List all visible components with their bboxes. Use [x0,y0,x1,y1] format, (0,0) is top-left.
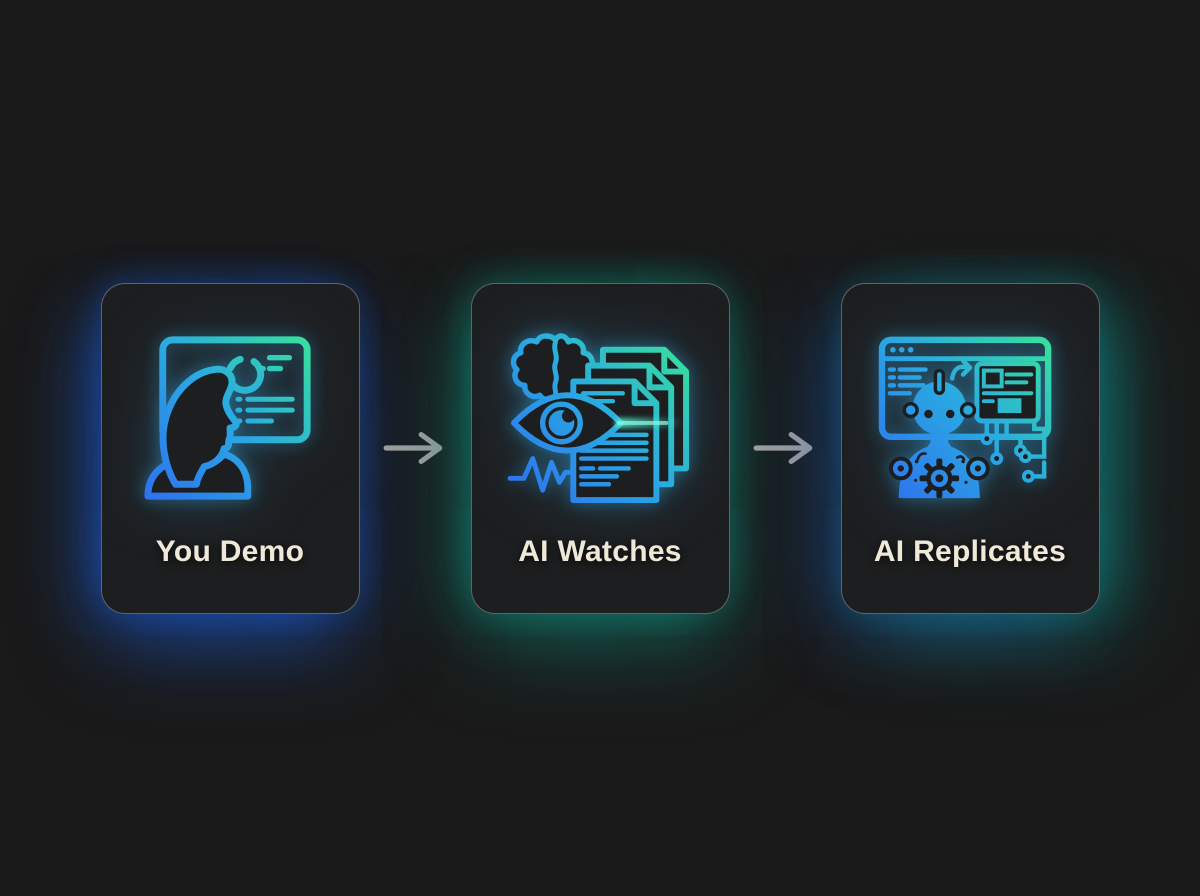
step-label: AI Replicates [873,534,1067,568]
robot-eye-left [924,409,933,418]
circuit-traces [984,418,1047,479]
robot-browser-circuit-icon [874,329,1066,509]
step-card-ai-watches: AI Watches [470,282,730,614]
arrow-right-icon [730,283,841,614]
donut-chart [225,354,265,394]
robot-head [912,380,967,435]
step-card-ai-replicates: AI Replicates [840,282,1100,614]
document-text-lines [578,390,649,486]
robot-neck [930,431,949,444]
waveform [507,455,575,493]
browser-code-lines [887,366,928,396]
vision-beam [614,417,683,428]
person-presenting-chart-icon [134,329,326,509]
step-card-you-demo: You Demo [100,282,360,614]
robot-ear-left [902,401,919,418]
gear [919,458,960,498]
robot-eye-right [945,409,955,418]
robot-ear-right [959,401,977,418]
board-bullet-lines [235,396,295,423]
robot-antenna [933,368,946,395]
chest-marks [914,451,968,484]
arrow-right-icon [360,283,471,614]
circuit-nodes [980,431,1035,483]
content-panel [974,360,1041,423]
transfer-arrow [949,357,973,381]
chart-legend-dashes [258,354,293,371]
presenter-head [159,365,240,488]
step-label: AI Watches [518,534,682,568]
presentation-board [159,335,311,443]
browser-window [878,336,1052,440]
robot [888,368,990,498]
eye-brain-documents-icon [504,329,696,509]
step-label: You Demo [155,534,305,568]
